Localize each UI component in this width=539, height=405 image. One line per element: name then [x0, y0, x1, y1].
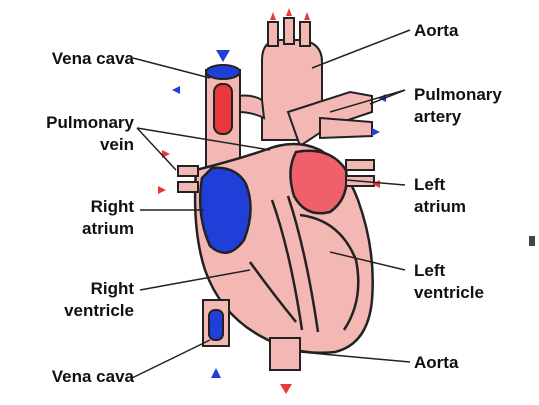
label-vena-cava-top: Vena cava — [52, 48, 134, 69]
label-right-ventricle-1: Right — [91, 278, 134, 299]
arrow-left-icon — [172, 86, 180, 94]
inferior-vena-cava — [203, 300, 229, 346]
superior-vena-cava — [206, 65, 240, 168]
arrow-right-icon — [158, 186, 166, 194]
arrow-right-icon — [372, 128, 380, 136]
label-aorta-bottom: Aorta — [414, 352, 458, 373]
label-aorta-top: Aorta — [414, 20, 458, 41]
arrow-down-icon — [216, 50, 230, 62]
marker — [529, 236, 535, 246]
arrow-up-icon — [304, 12, 310, 20]
descending-aorta — [270, 338, 300, 370]
arrow-up-icon — [286, 8, 292, 16]
label-left-ventricle-1: Left — [414, 260, 445, 281]
arrow-up-icon — [270, 12, 276, 20]
arrow-up-icon — [211, 368, 221, 378]
label-right-ventricle-2: ventricle — [64, 300, 134, 321]
label-pulmonary-vein-1: Pulmonary — [46, 112, 134, 133]
label-right-atrium-1: Right — [91, 196, 134, 217]
label-pulmonary-vein-2: vein — [100, 134, 134, 155]
label-left-atrium-2: atrium — [414, 196, 466, 217]
label-left-atrium-1: Left — [414, 174, 445, 195]
arrow-down-icon — [280, 384, 292, 394]
label-right-atrium-2: atrium — [82, 218, 134, 239]
label-pulmonary-artery-1: Pulmonary — [414, 84, 502, 105]
label-vena-cava-bottom: Vena cava — [52, 366, 134, 387]
label-pulmonary-artery-2: artery — [414, 106, 461, 127]
label-left-ventricle-2: ventricle — [414, 282, 484, 303]
